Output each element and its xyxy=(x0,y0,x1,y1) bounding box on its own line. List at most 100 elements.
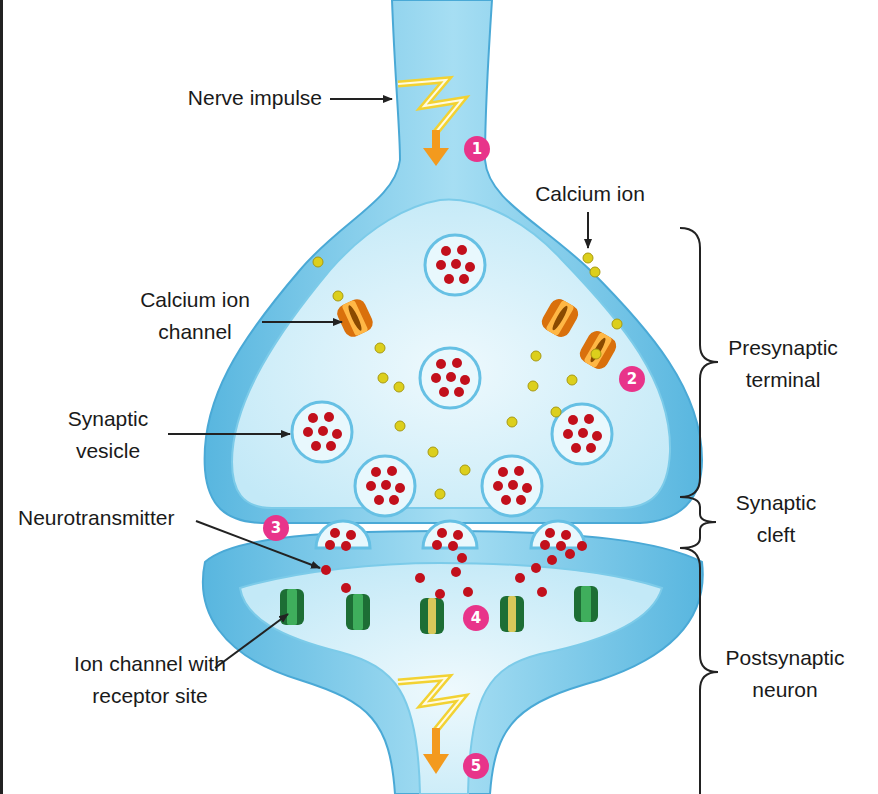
callout-circles xyxy=(464,136,490,162)
calcium-ions xyxy=(612,319,622,329)
nerve-impulse-bolt xyxy=(398,80,462,132)
synaptic-vesicles xyxy=(316,521,370,551)
calcium-ions xyxy=(531,351,541,361)
calcium-channels xyxy=(334,296,376,339)
part-label: Ion channel with receptor site xyxy=(40,648,260,712)
calcium-ions xyxy=(313,257,323,267)
calcium-ions xyxy=(333,291,343,301)
neurotransmitter-molecules xyxy=(341,583,351,593)
nerve-impulse-bolt xyxy=(432,728,440,756)
leader-lines xyxy=(587,212,589,248)
part-label: Calcium ion channel xyxy=(130,284,260,348)
presynaptic-terminal xyxy=(232,200,670,509)
brackets xyxy=(680,548,718,794)
calcium-ions xyxy=(378,373,388,383)
postsynaptic-neuron xyxy=(203,531,703,794)
postsynaptic-neuron xyxy=(240,563,662,794)
neurotransmitter-molecules xyxy=(457,553,467,563)
synaptic-vesicles xyxy=(355,456,415,516)
neurotransmitter-molecules xyxy=(531,563,541,573)
calcium-channels xyxy=(334,296,376,339)
nerve-impulse-bolt xyxy=(423,148,449,166)
neurotransmitter-molecules xyxy=(515,573,525,583)
callout-circles xyxy=(463,605,489,631)
region-label: Synaptic cleft xyxy=(716,487,836,551)
calcium-channels xyxy=(577,328,620,372)
receptor-channels xyxy=(500,596,524,632)
calcium-channels xyxy=(577,328,620,372)
neurotransmitter-molecules xyxy=(565,549,575,559)
brackets xyxy=(680,228,718,794)
synaptic-vesicles xyxy=(292,235,612,551)
calcium-ions xyxy=(507,417,517,427)
calcium-ions xyxy=(428,447,438,457)
neurotransmitter-molecules xyxy=(577,541,587,551)
nerve-impulse-bolt xyxy=(398,678,462,730)
calcium-channels xyxy=(539,296,582,340)
nerve-impulse-bolt xyxy=(398,80,462,166)
nerve-impulse-bolt xyxy=(398,80,462,132)
calcium-ions xyxy=(583,253,593,263)
neurotransmitter-molecules xyxy=(463,587,473,597)
nerve-impulse-bolt xyxy=(423,754,449,774)
synaptic-vesicles xyxy=(531,521,585,551)
callout-circles xyxy=(619,366,645,392)
leader-lines xyxy=(168,99,588,668)
nerve-impulse-bolt xyxy=(432,130,440,150)
calcium-ions xyxy=(394,382,404,392)
neurotransmitter-molecules xyxy=(537,587,547,597)
synaptic-vesicles xyxy=(423,521,477,551)
part-label: Calcium ion xyxy=(500,178,680,210)
part-label: Nerve impulse xyxy=(100,82,322,114)
neurotransmitter-molecules xyxy=(451,567,461,577)
calcium-ions xyxy=(567,375,577,385)
calcium-channels xyxy=(539,296,582,340)
receptor-channels xyxy=(420,598,444,634)
neurotransmitter-molecules xyxy=(435,589,445,599)
neurotransmitter-molecules xyxy=(321,565,331,575)
receptor-channels xyxy=(280,589,304,625)
neurotransmitter-molecules xyxy=(415,573,425,583)
leader-lines xyxy=(196,521,320,568)
part-label: Synaptic vesicle xyxy=(48,403,168,467)
synaptic-vesicles xyxy=(482,456,542,516)
receptor-channels xyxy=(574,586,598,622)
receptor-channels xyxy=(346,594,370,630)
neurotransmitter-molecules xyxy=(321,541,587,599)
calcium-ions xyxy=(395,421,405,431)
synaptic-vesicles xyxy=(552,404,612,464)
calcium-ions xyxy=(590,267,600,277)
nerve-impulse-bolt xyxy=(398,678,462,730)
calcium-ions xyxy=(591,349,601,359)
calcium-ions xyxy=(528,381,538,391)
nerve-impulse-bolt xyxy=(398,678,462,774)
calcium-ions xyxy=(460,465,470,475)
calcium-ions xyxy=(375,343,385,353)
callout-number: 5 xyxy=(463,753,489,779)
leader-lines xyxy=(262,321,342,323)
edge-strip xyxy=(0,0,3,794)
callout-circles xyxy=(463,753,489,779)
callout-number: 3 xyxy=(263,515,289,541)
region-label: Postsynaptic neuron xyxy=(710,642,860,706)
calcium-ions xyxy=(551,407,561,417)
callout-number: 1 xyxy=(464,136,490,162)
callout-number: 2 xyxy=(619,366,645,392)
callout-circles xyxy=(263,136,645,779)
presynaptic-terminal xyxy=(205,0,702,523)
callout-circles xyxy=(263,515,289,541)
calcium-channels xyxy=(334,296,619,372)
part-label: Neurotransmitter xyxy=(18,502,218,534)
leader-lines xyxy=(168,433,290,435)
brackets xyxy=(680,228,718,497)
calcium-ions xyxy=(435,489,445,499)
region-label: Presynaptic terminal xyxy=(718,332,848,396)
brackets xyxy=(680,497,716,548)
receptor-channels xyxy=(280,586,598,634)
callout-number: 4 xyxy=(463,605,489,631)
postsynaptic-neuron xyxy=(203,531,703,794)
synaptic-vesicles xyxy=(425,235,485,295)
presynaptic-terminal xyxy=(205,0,702,523)
calcium-ions xyxy=(313,253,622,499)
